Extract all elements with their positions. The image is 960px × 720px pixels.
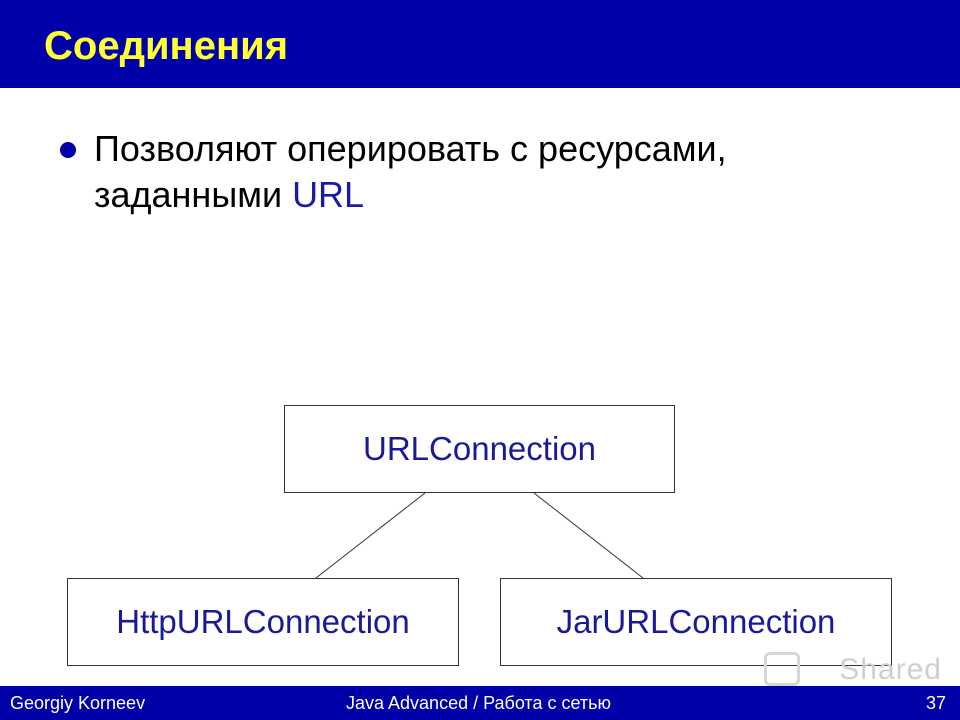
connector-root-to-http bbox=[315, 492, 426, 579]
urlconnection-box: URLConnection bbox=[284, 405, 675, 493]
watermark: Shared bbox=[839, 653, 942, 686]
watermark-logo-icon bbox=[764, 652, 800, 686]
bullet-dot-icon bbox=[60, 142, 76, 158]
jarurlconnection-label: JarURLConnection bbox=[556, 603, 836, 640]
slide-header: Соединения bbox=[0, 0, 960, 88]
urlconnection-label: URLConnection bbox=[363, 430, 596, 467]
jarurlconnection-box: JarURLConnection bbox=[500, 578, 892, 666]
footer-author: Georgiy Korneev bbox=[10, 693, 146, 713]
slide-footer: Georgiy Korneev Java Advanced / Работа с… bbox=[0, 686, 960, 720]
page-number: 37 bbox=[925, 693, 946, 713]
bullet-text: Позволяют оперировать с ресурсами, задан… bbox=[94, 126, 727, 218]
footer-course: Java Advanced / Работа с сетью bbox=[346, 693, 612, 713]
bullet-line-1: Позволяют оперировать с ресурсами, bbox=[94, 128, 727, 169]
url-keyword: URL bbox=[292, 174, 365, 215]
httpurlconnection-box: HttpURLConnection bbox=[67, 578, 459, 666]
slide-title: Соединения bbox=[44, 24, 289, 68]
bullet-line-2-prefix: заданными bbox=[94, 174, 293, 215]
bullet-line-2: заданными URL bbox=[94, 172, 727, 218]
httpurlconnection-label: HttpURLConnection bbox=[116, 603, 410, 640]
connector-root-to-jar bbox=[533, 492, 644, 579]
